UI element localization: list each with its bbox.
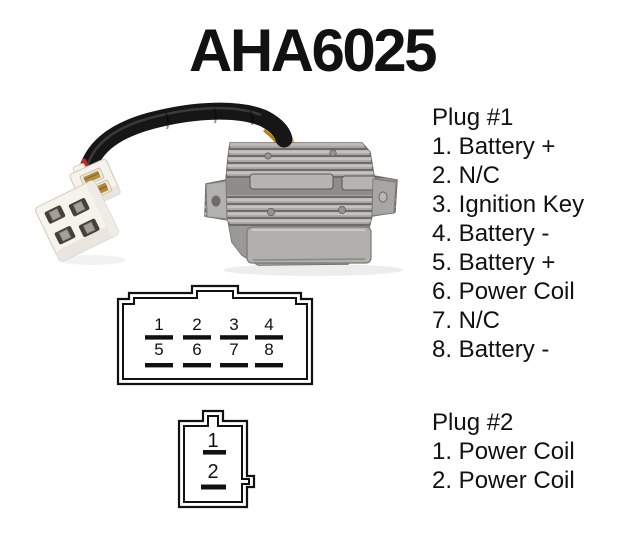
pin-slot [201,484,226,490]
pin-number: 1 [154,315,163,334]
pin-slot [203,450,226,455]
regulator-heatsink [204,142,398,266]
pin-number: 8 [264,340,273,359]
pin-list-item: 2. N/C [432,162,501,189]
harness-cable [77,102,293,183]
connector-outline-outer [116,284,314,386]
connector-outline-inner [183,415,250,503]
vent-slot [341,175,377,191]
pin-list-item: 8. Battery - [432,336,550,363]
plug2-heading: Plug #2 [432,409,514,436]
pin-slot [145,335,173,340]
mounting-hole [211,195,221,207]
pin-number: 3 [229,315,238,334]
pin-list-item: 4. Battery - [432,220,550,247]
pin-slots [44,198,100,245]
pin-list-item: 5. Battery + [432,249,556,276]
rivets [264,149,346,217]
plug2-pinout-diagram: 1 2 [177,409,256,509]
plug2-pin-list: Plug #2 1. Power Coil 2. Power Coil [432,408,632,495]
pinout-lists: Plug #1 1. Battery + 2. N/C 3. Ignition … [432,103,632,495]
pin-slot [255,335,283,340]
plug1-pinout-diagram: 1 2 3 4 5 6 7 8 [116,284,314,386]
pin-slot [183,363,211,368]
pin-slot [183,335,211,340]
plug1-pin-list: Plug #1 1. Battery + 2. N/C 3. Ignition … [432,103,632,364]
pin-slot [255,363,283,368]
pin-slot [220,363,248,368]
mounting-ear-right [371,178,397,217]
pin-number: 7 [229,340,238,359]
mounting-ear-left [205,180,228,220]
connector-outline-inner [122,290,308,380]
pin-slot [145,363,173,368]
pin-list-item: 6. Power Coil [432,278,575,305]
pin-number: 2 [192,315,201,334]
plug1-heading: Plug #1 [432,104,514,131]
pin-number: 2 [207,461,218,483]
pin-slot [220,335,248,340]
pin-number: 4 [264,315,273,334]
pin-list-item: 7. N/C [432,307,501,334]
connector-outline-outer [177,409,256,509]
vent-slot [249,173,334,190]
pin-list-item: 1. Battery + [432,133,556,160]
pin-list-item: 3. Ignition Key [432,191,585,218]
pin-number: 1 [207,430,218,452]
connector-8pin-photo [34,180,120,262]
pin-number: 6 [192,340,201,359]
front-panel [246,226,372,264]
pin-list-item: 1. Power Coil [432,438,575,465]
product-photo [34,102,403,276]
pin-list-item: 2. Power Coil [432,467,575,494]
photo-shadow [58,255,403,276]
page-title: AHA6025 [189,17,437,84]
pin-number: 5 [154,340,163,359]
mounting-hole [378,191,388,203]
